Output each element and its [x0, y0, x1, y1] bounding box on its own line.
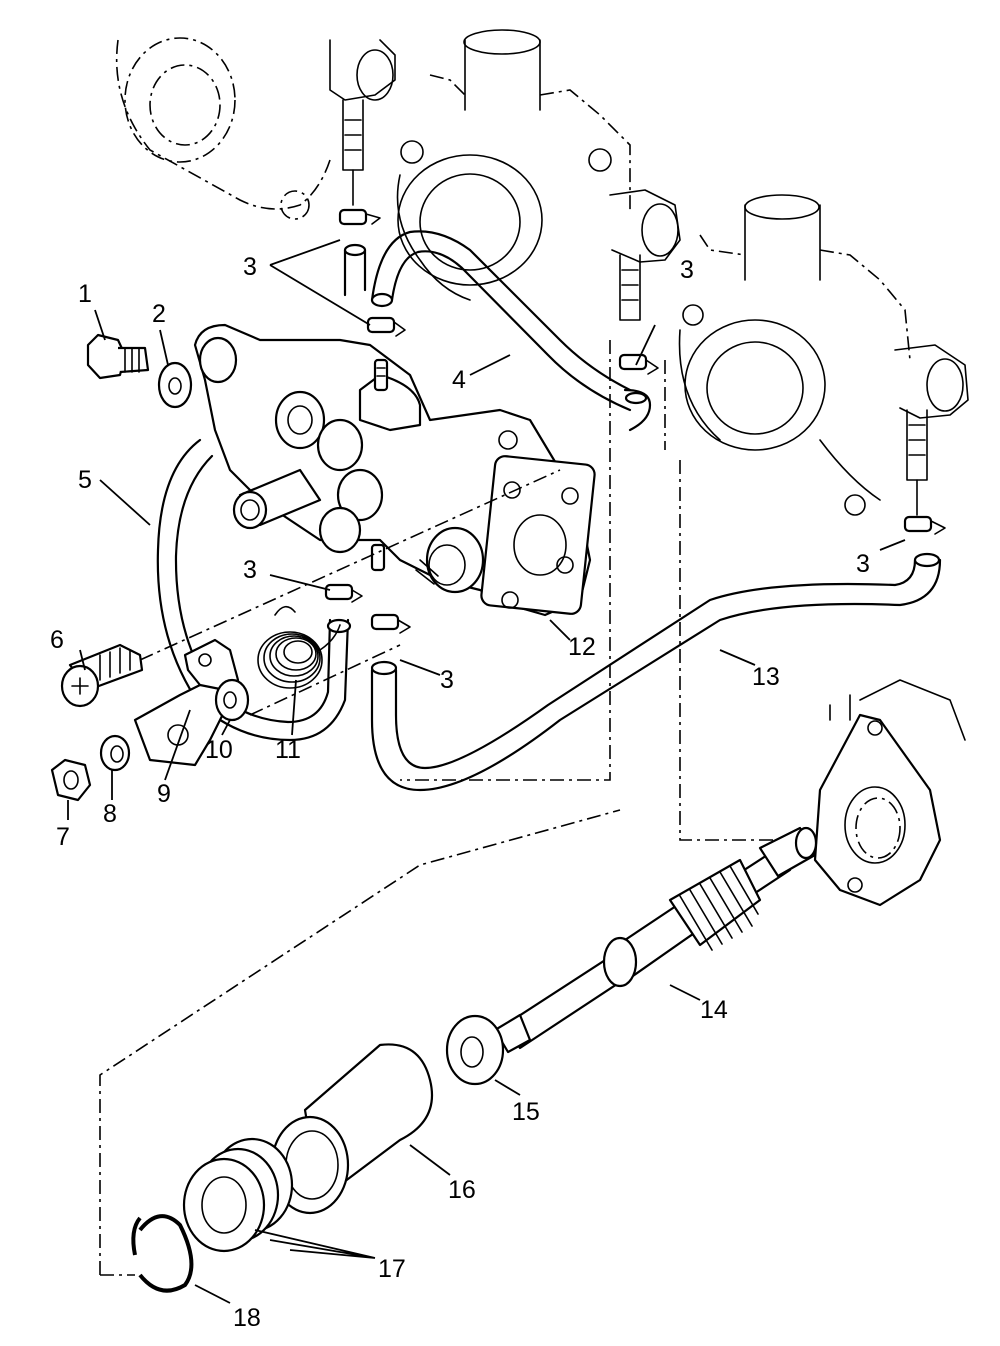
callout-4: 4: [452, 366, 466, 394]
intake-manifold-left-phantom: [115, 37, 396, 220]
oil-hose-4: [343, 230, 652, 432]
lock-washer-8: [99, 734, 131, 772]
callout-12: 12: [568, 633, 596, 661]
lever-plate-10: [214, 678, 250, 722]
callout-11: 11: [275, 736, 301, 764]
washer-2: [157, 361, 193, 409]
callout-10: 10: [205, 736, 233, 764]
hose-clamp-f: [370, 613, 411, 634]
return-spring-11: [257, 605, 341, 689]
callout-15: 15: [512, 1098, 540, 1126]
oil-seals-17: [182, 1137, 294, 1253]
thrust-washer-15: [445, 1014, 505, 1086]
callout-3: 3: [440, 666, 454, 694]
screw-6: [60, 643, 144, 708]
callout-16: 16: [448, 1176, 476, 1204]
callout-5: 5: [78, 466, 92, 494]
callout-1: 1: [78, 280, 92, 308]
callout-13: 13: [752, 663, 780, 691]
callout-8: 8: [103, 800, 117, 828]
oil-pump-cover-phantom: [813, 679, 966, 907]
callout-17: 17: [378, 1255, 406, 1283]
callout-2: 2: [152, 300, 166, 328]
callout-6: 6: [50, 626, 64, 654]
callout-labels: 1 2 3 3 3 3 3 4 5 6 7 8 9 10 11 12 13 14…: [50, 253, 870, 1332]
callout-3: 3: [243, 253, 257, 281]
callout-9: 9: [157, 780, 171, 808]
callout-14: 14: [700, 996, 728, 1024]
circlip-18: [131, 1214, 194, 1293]
sleeve-16: [270, 1043, 434, 1215]
drive-shaft-14: [493, 826, 818, 1054]
callout-3: 3: [856, 550, 870, 578]
hose-clamp-a: [338, 208, 381, 226]
carburetor-middle-phantom: [396, 29, 681, 321]
callout-3: 3: [243, 556, 257, 584]
hose-clamp-d: [903, 515, 946, 535]
callout-7: 7: [56, 823, 70, 851]
flange-bolt-1: [86, 333, 150, 380]
leader-lines: [67, 239, 906, 1304]
oil-hose-13: [370, 552, 942, 792]
callout-3: 3: [680, 256, 694, 284]
carburetor-right-phantom: [678, 194, 969, 516]
callout-18: 18: [233, 1304, 261, 1332]
oil-pump-body: [193, 323, 596, 617]
nut-7: [50, 758, 92, 802]
hose-clamp-e: [324, 583, 363, 603]
hose-clamp-b: [366, 316, 406, 337]
